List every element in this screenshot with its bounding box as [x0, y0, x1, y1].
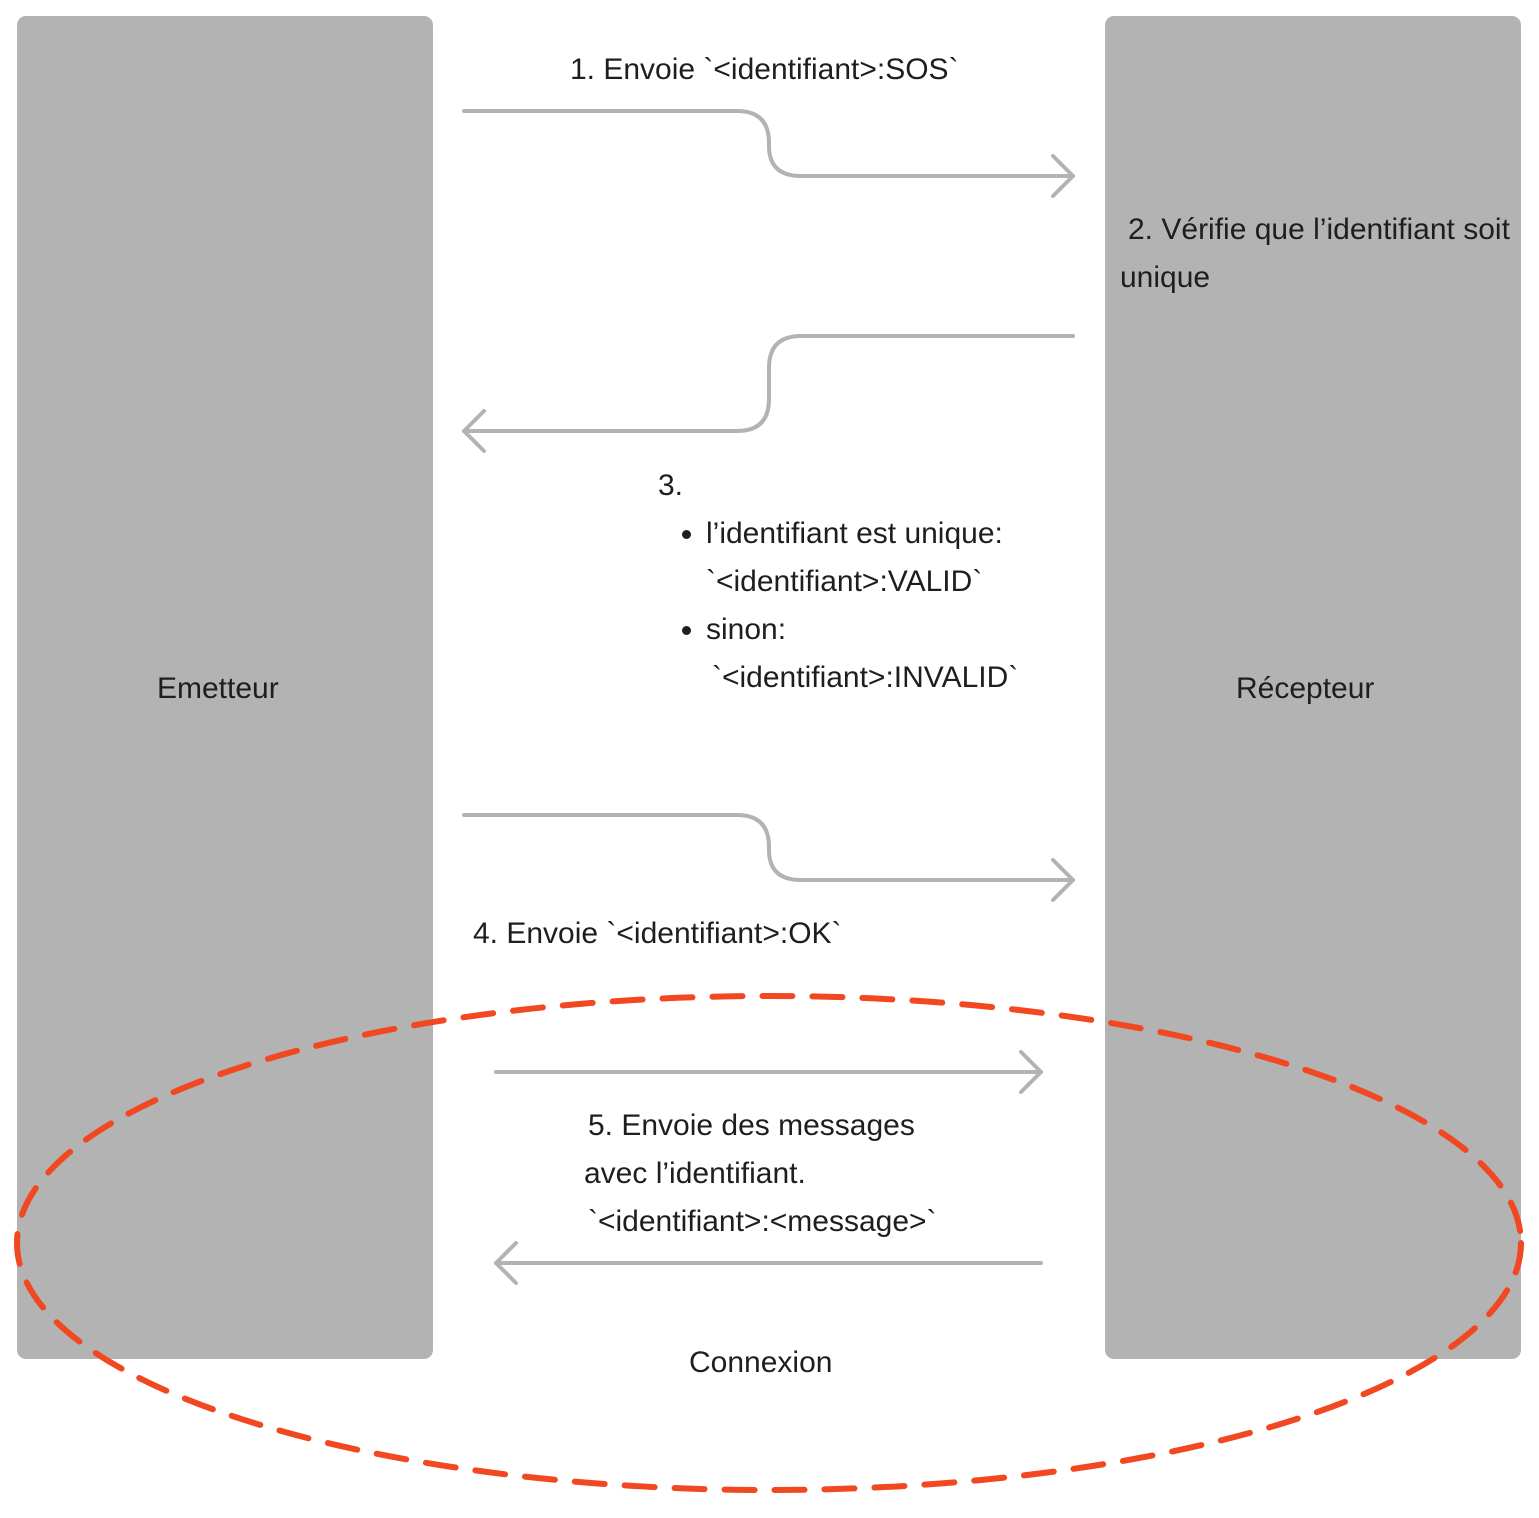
step5-line3: `<identifiant>:<message>`	[588, 1205, 937, 1238]
step5-send-arrowhead	[1019, 1050, 1043, 1094]
step3-item-valid-code: `<identifiant>:VALID`	[706, 565, 983, 598]
emitter-lifeline-box	[17, 16, 433, 1359]
step4-arrowhead	[1051, 858, 1075, 902]
connexion-region-label: Connexion	[689, 1346, 833, 1379]
step3-arrow	[462, 334, 1075, 433]
step5-line2: avec l’identifiant.	[584, 1157, 806, 1190]
step3-list: l’identifiant est unique: `<identifiant>…	[658, 510, 1018, 702]
step3-item-invalid: sinon: `<identifiant>:INVALID`	[706, 606, 1018, 702]
step2-text: Vérifie que l’identifiant soit unique	[1120, 213, 1510, 294]
receiver-lifeline-box	[1105, 16, 1521, 1359]
step3-item-invalid-text: sinon:	[706, 613, 787, 646]
step5-label: 5. Envoie des messages avec l’identifian…	[584, 1102, 937, 1246]
step3-number: 3.	[658, 469, 684, 502]
step1-arrowhead	[1051, 154, 1075, 198]
step5-reply-arrowhead	[494, 1241, 518, 1285]
connexion-region-outline	[14, 993, 1524, 1493]
receiver-label: Récepteur	[1236, 672, 1375, 705]
step1-label: 1. Envoie `<identifiant>:SOS`	[570, 53, 959, 86]
step4-label: 4. Envoie `<identifiant>:OK`	[473, 917, 842, 950]
step2-number: 2.	[1128, 213, 1154, 246]
emitter-label: Emetteur	[157, 672, 279, 705]
step5-line1: 5. Envoie des messages	[588, 1109, 915, 1142]
step4-arrow	[462, 813, 1075, 882]
step3-item-valid: l’identifiant est unique: `<identifiant>…	[706, 510, 1018, 606]
step3-item-invalid-code: `<identifiant>:INVALID`	[712, 661, 1019, 694]
step2-label: 2. Vérifie que l’identifiant soit unique	[1120, 206, 1520, 302]
step1-arrow	[462, 109, 1075, 178]
step3-arrowhead	[462, 409, 486, 453]
step3-item-valid-text: l’identifiant est unique:	[706, 517, 1003, 550]
